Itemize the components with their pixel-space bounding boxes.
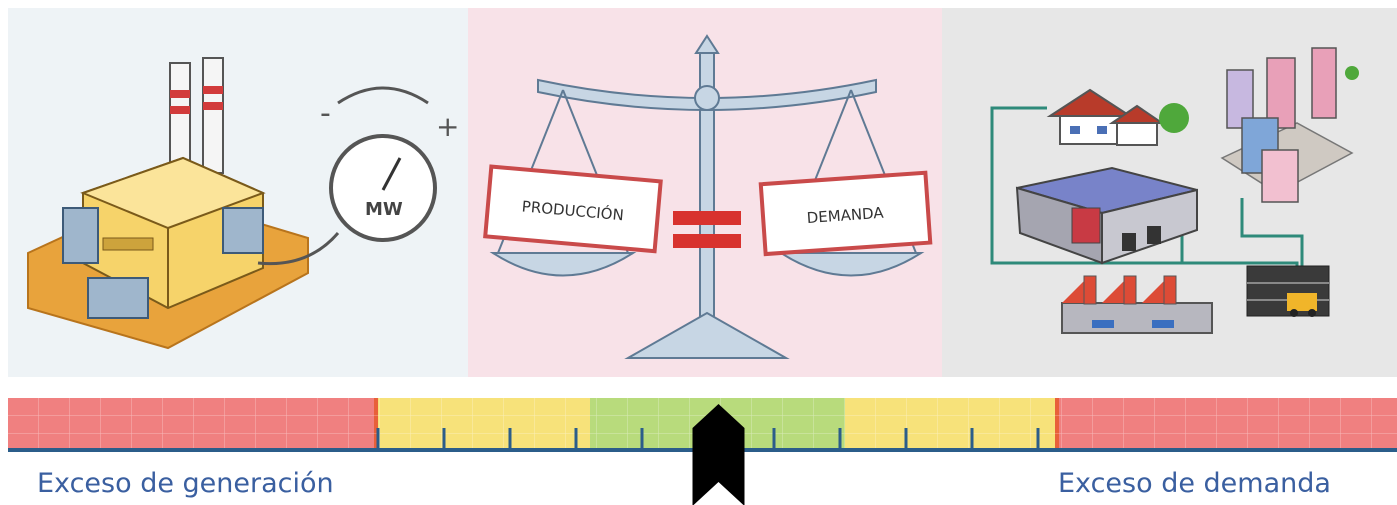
scale-tick: [442, 428, 446, 450]
commercial-building-icon: [1015, 166, 1198, 265]
scale-base: [624, 311, 790, 359]
balance-scale-illustration: PRODUCCIÓN DEMANDA: [483, 34, 933, 359]
dial-plus: +: [436, 110, 459, 143]
scale-tick: [574, 428, 578, 450]
equals-icon-bottom: [673, 234, 741, 248]
consumers-illustration: [990, 47, 1359, 334]
scale-tick: [376, 428, 380, 450]
scale-tick: [904, 428, 908, 450]
scale-tick: [508, 428, 512, 450]
house-icon: [1046, 88, 1189, 146]
production-sign: [483, 164, 663, 254]
chimney-right: [202, 57, 224, 174]
scale-tick: [772, 428, 776, 450]
demand-panel: [942, 8, 1397, 377]
scale-beam: [537, 78, 877, 111]
factory-icon: [1061, 275, 1213, 334]
caption-excess-demand: Exceso de demanda: [1058, 468, 1331, 499]
warehouse-forklift-icon: [1246, 265, 1330, 317]
scale-tick: [640, 428, 644, 450]
dial-minus: -: [320, 96, 331, 131]
caption-excess-generation: Exceso de generación: [37, 468, 334, 499]
balance-indicator-bar: [8, 398, 1397, 505]
balance-panel: PRODUCCIÓN DEMANDA: [468, 8, 942, 377]
generation-panel: - + MW: [8, 8, 468, 377]
chimney-left: [169, 62, 191, 174]
scale-tick: [970, 428, 974, 450]
equals-icon-top: [673, 211, 741, 225]
demand-label: DEMANDA: [806, 204, 885, 227]
scale-tick: [838, 428, 842, 450]
scale-tick: [1036, 428, 1040, 450]
left-pan: [489, 252, 637, 277]
dial-unit: MW: [365, 199, 403, 220]
power-plant-illustration: - + MW: [27, 57, 459, 350]
city-buildings-icon: [1220, 47, 1359, 203]
demand-sign: [758, 170, 933, 257]
balance-indicator-arrow: [692, 404, 745, 505]
right-pan: [777, 252, 925, 277]
